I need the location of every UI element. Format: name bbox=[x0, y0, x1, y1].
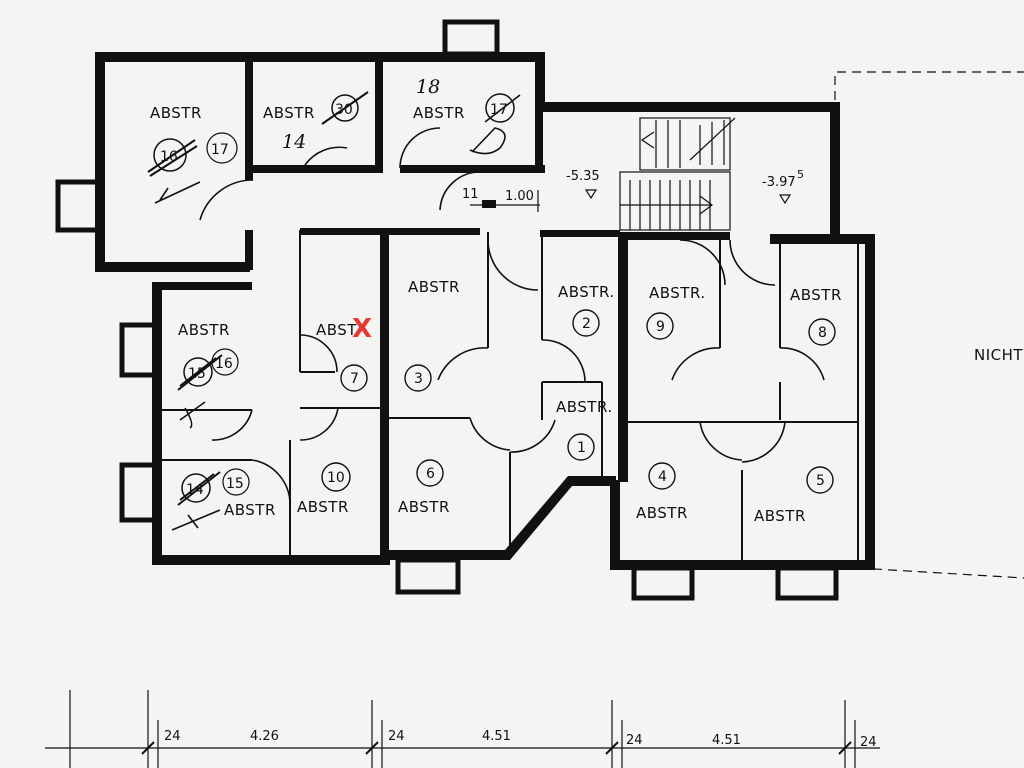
red-x-marker: X bbox=[352, 314, 372, 344]
room-label: ABSTR bbox=[398, 498, 450, 516]
room-16: ABSTR 15 16 bbox=[177, 321, 239, 429]
room-label: ABSTR bbox=[297, 498, 349, 516]
neighbour-label: NICHT bbox=[974, 346, 1023, 364]
level-right: -3.97 bbox=[762, 175, 796, 190]
room-number-handwritten: 18 bbox=[416, 76, 440, 98]
room-18: 18 ABSTR 17 bbox=[413, 76, 521, 155]
room-15: 14 15 ABSTR bbox=[171, 468, 276, 531]
room-label: ABSTR bbox=[263, 104, 315, 122]
level-left: -5.35 bbox=[566, 169, 600, 184]
dim-wall-1: 24 bbox=[164, 729, 181, 744]
dim-span-2: 4.51 bbox=[482, 729, 511, 744]
room-number: 15 bbox=[226, 476, 244, 492]
dim-span-1: 4.26 bbox=[250, 729, 279, 744]
room-label: ABSTR. bbox=[558, 283, 615, 301]
room-number: 7 bbox=[350, 371, 359, 387]
door-width: 1.00 bbox=[505, 189, 534, 204]
window-bays bbox=[55, 19, 839, 601]
exterior-walls bbox=[95, 52, 875, 570]
room-label: ABSTR. bbox=[649, 284, 706, 302]
level-right-superscript: 5 bbox=[797, 168, 804, 181]
room-number: 3 bbox=[414, 371, 423, 387]
room-number: 8 bbox=[818, 325, 827, 341]
room-label: ABSTR bbox=[150, 104, 202, 122]
room-9: ABSTR. 9 bbox=[646, 284, 706, 340]
room-number: 17 bbox=[211, 142, 229, 158]
door-height: 11 bbox=[462, 187, 479, 202]
dim-wall-3: 24 bbox=[626, 733, 643, 748]
room-label: ABSTR bbox=[754, 507, 806, 525]
room-3: ABSTR 3 bbox=[404, 278, 460, 392]
staircase bbox=[619, 117, 736, 231]
dim-wall-2: 24 bbox=[388, 729, 405, 744]
room-label: ABSTR bbox=[636, 504, 688, 522]
room-number: 16 bbox=[215, 356, 233, 372]
room-7: ABST X 7 bbox=[316, 314, 372, 392]
dim-wall-4: 24 bbox=[860, 735, 877, 750]
room-label: ABSTR bbox=[790, 286, 842, 304]
room-1: ABSTR. 1 bbox=[556, 398, 613, 461]
room-top-left: ABSTR 16 17 bbox=[147, 104, 238, 204]
room-4: 4 ABSTR bbox=[636, 462, 688, 522]
interior-walls bbox=[162, 60, 859, 560]
room-label: ABSTR bbox=[413, 104, 465, 122]
room-number: 9 bbox=[656, 319, 665, 335]
door-dimension: 1.00 11 bbox=[462, 187, 540, 212]
door-swings bbox=[199, 127, 825, 506]
room-8: ABSTR 8 bbox=[790, 286, 842, 346]
room-label: ABSTR bbox=[224, 501, 276, 519]
dimension-chain: 24 4.26 24 4.51 24 4.51 24 bbox=[45, 690, 880, 768]
room-14: ABSTR 30 14 bbox=[263, 91, 369, 153]
room-5: 5 ABSTR bbox=[754, 466, 834, 525]
room-2: ABSTR. 2 bbox=[558, 283, 615, 337]
room-number: 6 bbox=[426, 466, 435, 482]
room-6: 6 ABSTR bbox=[398, 459, 450, 516]
room-10: 10 ABSTR bbox=[297, 462, 351, 516]
room-number: 1 bbox=[577, 440, 586, 456]
room-number: 10 bbox=[327, 470, 345, 486]
neighbour-boundary bbox=[834, 71, 1024, 579]
room-number: 4 bbox=[658, 469, 667, 485]
room-number: 2 bbox=[582, 316, 591, 332]
room-label: ABSTR bbox=[178, 321, 230, 339]
room-number: 5 bbox=[816, 473, 825, 489]
room-label: ABSTR bbox=[408, 278, 460, 296]
room-number-handwritten: 14 bbox=[282, 131, 306, 153]
level-marks: -5.35 -3.97 5 bbox=[566, 168, 804, 205]
room-label: ABST bbox=[316, 321, 357, 339]
dim-span-3: 4.51 bbox=[712, 733, 741, 748]
room-label: ABSTR. bbox=[556, 398, 613, 416]
